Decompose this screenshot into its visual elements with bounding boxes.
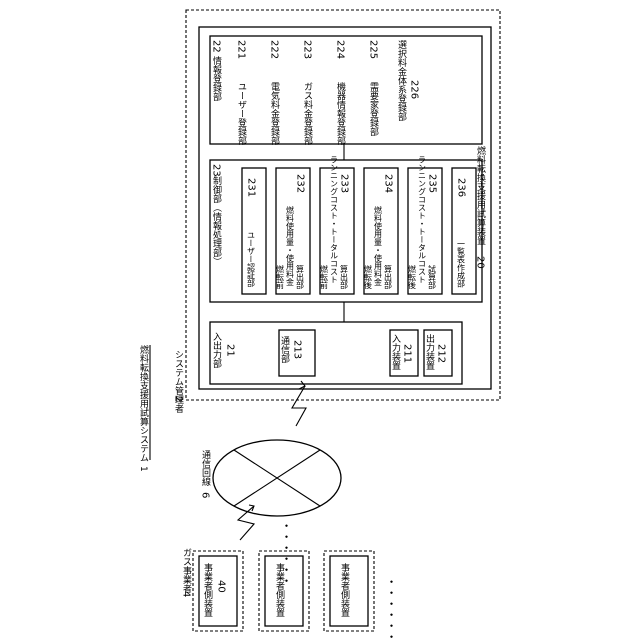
- registry-item-4-label: 機器情報登録部: [335, 81, 346, 146]
- output-device-label: 出力装置: [424, 333, 435, 370]
- registry-box: [210, 36, 482, 144]
- network-cloud: [213, 440, 341, 516]
- control-item-1-line-1: ユーザー認証部: [247, 231, 256, 288]
- gas-company-label: ガス事業者: [181, 548, 192, 593]
- control-item-2-line-2: 燃料使用量・使用料金: [286, 205, 295, 286]
- control-item-6-line-1: 一覧表作成部: [457, 240, 466, 289]
- control-item-5-line-2: ランニングコスト・トータルコスト: [418, 156, 427, 284]
- control-ref: 23: [211, 164, 222, 177]
- registry-item-3-label: ガス料金登録部: [302, 82, 313, 146]
- registry-item-6-label: 選択料金体系登録部: [396, 40, 407, 122]
- control-item-1-ref: 231: [246, 178, 257, 197]
- terminal-2-label: 事業者側装置: [274, 562, 285, 617]
- terminal-3-box: [330, 556, 368, 626]
- registry-item-5-label: 需要家登録部: [368, 82, 379, 137]
- registry-item-4-ref: 224: [335, 40, 346, 59]
- admin-ref: 2: [173, 396, 184, 402]
- terminal-1-label: 事業者側装置: [202, 562, 213, 617]
- control-item-4-line-1: 燃転後: [364, 264, 373, 289]
- input-device-ref: 211: [402, 344, 413, 363]
- system-ref: 1: [138, 466, 148, 472]
- registry-item-5-ref: 225: [368, 40, 379, 59]
- network-label: 通信回線: [200, 450, 211, 486]
- input-device-label: 入力装置: [390, 334, 401, 370]
- link-network-admin: [292, 386, 306, 426]
- terminal-1-ref: 40: [216, 580, 227, 593]
- control-item-4-ref: 234: [383, 174, 394, 193]
- control-label: 制御部（情報処理部）: [211, 175, 222, 266]
- registry-ref: 22: [211, 40, 222, 53]
- control-item-3-line-3: 算出部: [340, 264, 349, 290]
- control-item-3-ref: 233: [339, 174, 350, 193]
- io-label: 入出力部: [211, 332, 222, 369]
- control-item-5-line-1: 燃転後: [408, 264, 417, 289]
- registry-label: 情報登録部: [211, 55, 222, 102]
- control-item-2-ref: 232: [295, 174, 306, 193]
- registry-item-2-label: 電気料金登録部: [269, 82, 280, 146]
- control-item-4-line-3: 算出部: [384, 264, 393, 290]
- registry-item-3-ref: 223: [302, 40, 313, 59]
- system-label-text: 燃料転換支援用試算システム: [138, 344, 149, 462]
- control-item-5-ref: 235: [427, 174, 438, 193]
- io-ref: 21: [225, 344, 236, 357]
- ellipsis-right: ・・・・・・: [385, 576, 398, 640]
- registry-item-1-label: ユーザー登録部: [236, 82, 247, 146]
- control-items: ユーザー認証部231燃転前燃料使用量・使用料金算出部232燃転前ランニングコスト…: [242, 156, 476, 294]
- control-item-5-line-3: 試算部: [428, 264, 437, 290]
- control-item-6-ref: 236: [456, 178, 467, 197]
- output-device-ref: 212: [436, 344, 447, 363]
- comm-label: 通信部: [279, 336, 290, 364]
- control-item-3-line-1: 燃転前: [320, 264, 329, 290]
- control-item-4-line-2: 燃料使用量・使用料金: [374, 205, 383, 286]
- terminal-3-label: 事業者側装置: [339, 562, 350, 617]
- system-label: 燃料転換支援用試算システム 1: [138, 344, 150, 472]
- control-item-2-line-1: 燃転前: [276, 264, 285, 290]
- registry-item-6-ref: 226: [409, 80, 420, 99]
- registry-items: ユーザー登録部 221 電気料金登録部 222 ガス料金登録部 223 機器情報登録部 224…: [236, 40, 420, 146]
- gas-company-ref: 4: [181, 591, 192, 597]
- admin-box: [186, 10, 500, 400]
- control-item-3-line-2: ランニングコスト・トータルコスト: [330, 156, 339, 284]
- terminal-3-outer: [324, 551, 374, 631]
- registry-item-2-ref: 222: [269, 40, 280, 59]
- network-ref: 6: [200, 492, 211, 498]
- registry-item-1-ref: 221: [236, 40, 247, 59]
- admin-label: システム管理者: [173, 350, 184, 413]
- comm-ref: 213: [292, 340, 303, 359]
- control-item-2-line-3: 算出部: [296, 264, 305, 290]
